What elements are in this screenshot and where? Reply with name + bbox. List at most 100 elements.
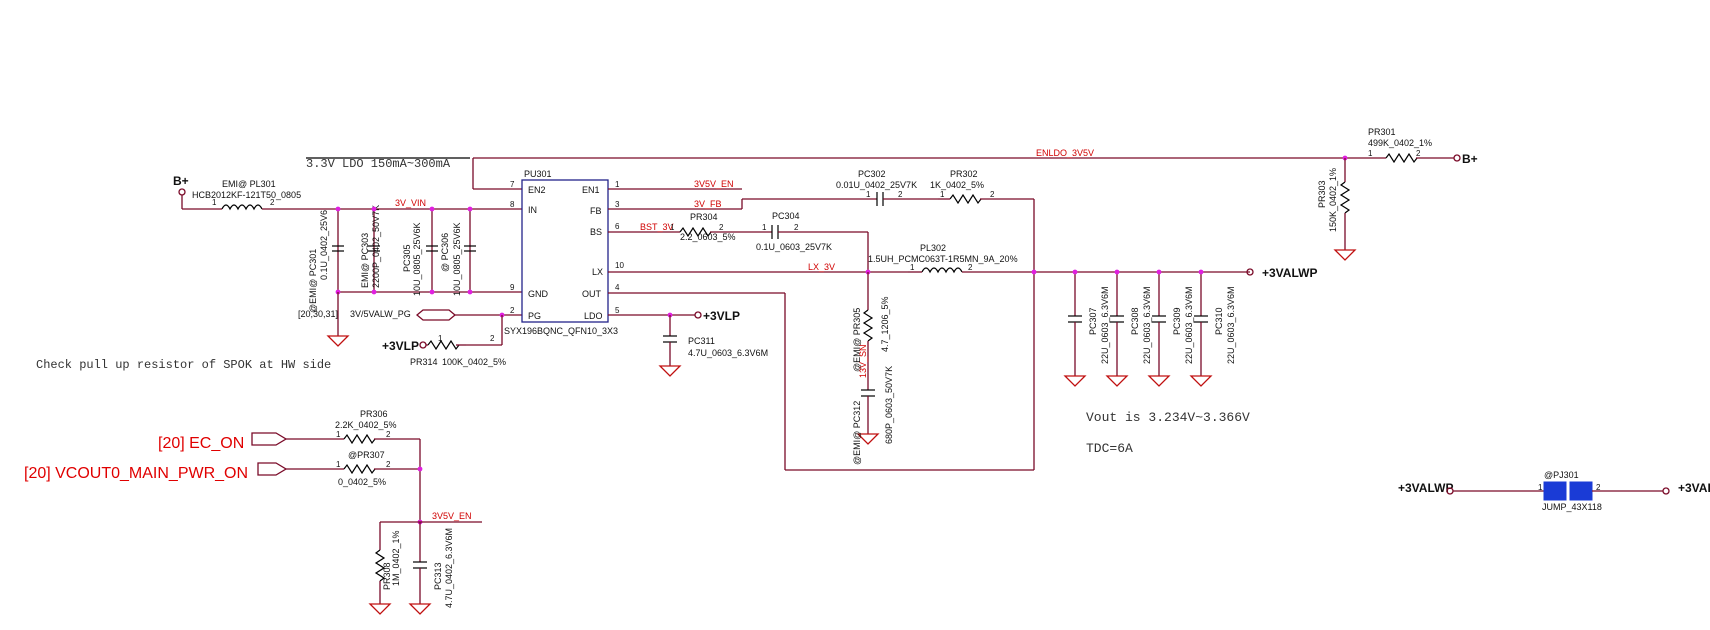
vlp-terminal[interactable] bbox=[694, 311, 702, 319]
pc309-value: 22U_0603_6.3V6M bbox=[1184, 286, 1194, 364]
pr308-resistor bbox=[374, 549, 386, 582]
pc309-ref: PC309 bbox=[1172, 307, 1182, 335]
pj301-value: JUMP_43X118 bbox=[1542, 502, 1602, 512]
pu301-ic bbox=[521, 179, 609, 323]
pu301-ref: PU301 bbox=[524, 169, 552, 179]
net-valwp: +3VALWP bbox=[1262, 266, 1317, 280]
pin-en2: EN2 bbox=[528, 185, 546, 195]
pr308-ref: PR308 bbox=[382, 562, 392, 590]
pin-num: 8 bbox=[510, 200, 515, 209]
pu301-part: SYX196BQNC_QFN10_3X3 bbox=[504, 326, 618, 336]
jumper-out-terminal[interactable] bbox=[1662, 487, 1670, 495]
pc311-ref: PC311 bbox=[688, 336, 715, 346]
bplus-terminal[interactable] bbox=[178, 188, 186, 196]
pc308-ref: PC308 bbox=[1130, 307, 1140, 335]
pin-bs: BS bbox=[590, 227, 602, 237]
svg-text:1: 1 bbox=[438, 334, 443, 343]
pl302-ref: PL302 bbox=[920, 243, 946, 253]
pc302-value: 0.01U_0402_25V7K bbox=[836, 180, 917, 190]
pc303-ref: EMI@ PC303 bbox=[360, 233, 370, 288]
port-ec-on: [20] EC_ON bbox=[158, 435, 244, 452]
bplus-terminal-right[interactable] bbox=[1453, 154, 1461, 162]
net-bst-3v: BST_3V bbox=[640, 222, 674, 232]
pl302-inductor bbox=[921, 267, 963, 274]
pin-num: 4 bbox=[615, 283, 620, 292]
pin-num: 6 bbox=[615, 222, 620, 231]
svg-text:1: 1 bbox=[670, 223, 675, 232]
pr305-value: 4.7_1206_5% bbox=[880, 296, 890, 352]
pr301-resistor bbox=[1385, 152, 1418, 164]
pin-num: 5 bbox=[615, 306, 620, 315]
pc307-value: 22U_0603_6.3V6M bbox=[1100, 286, 1110, 364]
pin-lx: LX bbox=[592, 267, 603, 277]
pc301-value: 0.1U_0402_25V6 bbox=[319, 210, 329, 280]
net-vlp-left: +3VLP bbox=[382, 339, 419, 353]
svg-text:1: 1 bbox=[762, 223, 767, 232]
net-13v-sn: 13V_SN bbox=[858, 344, 868, 378]
pc313-value: 4.7U_0402_6.3V6M bbox=[444, 528, 454, 608]
net-pg: 3V/5VALW_PG bbox=[350, 309, 411, 319]
pr304-value: 2.2_0603_5% bbox=[680, 232, 736, 242]
pin-num: 3 bbox=[615, 200, 620, 209]
svg-text:2: 2 bbox=[794, 223, 799, 232]
pr303-value: 150K_0402_1% bbox=[1328, 168, 1338, 232]
pj301-jumper-pad-left bbox=[1543, 481, 1567, 501]
pr314-resistor bbox=[427, 339, 460, 351]
pc306-ref: @ PC306 bbox=[440, 233, 450, 272]
svg-text:1: 1 bbox=[866, 190, 871, 199]
pin-out: OUT bbox=[582, 289, 602, 299]
svg-text:2: 2 bbox=[719, 223, 724, 232]
pr308-value: 1M_0402_1% bbox=[391, 530, 401, 586]
pj301-ref: @PJ301 bbox=[1544, 470, 1579, 480]
tdc-note: TDC=6A bbox=[1086, 441, 1133, 456]
pr305-ref: @EMI@ PR305 bbox=[852, 308, 862, 372]
output-cap-bank bbox=[1063, 272, 1213, 387]
vcout-port[interactable] bbox=[257, 462, 288, 476]
pc306-value: 10U_0805_25V6K bbox=[452, 222, 462, 296]
pin-num: 9 bbox=[510, 283, 515, 292]
pc311-value: 4.7U_0603_6.3V6M bbox=[688, 348, 768, 358]
pc304-value: 0.1U_0603_25V7K bbox=[756, 242, 832, 252]
pc312-ref: @EMI@ PC312 bbox=[852, 401, 862, 465]
svg-text:2: 2 bbox=[1416, 149, 1421, 158]
svg-text:2: 2 bbox=[270, 198, 275, 207]
pr305-resistor bbox=[862, 309, 874, 342]
pin-fb: FB bbox=[590, 206, 602, 216]
svg-text:1: 1 bbox=[1538, 483, 1543, 492]
svg-text:2: 2 bbox=[490, 334, 495, 343]
valwp-terminal[interactable] bbox=[1246, 268, 1254, 276]
pin-num: 2 bbox=[510, 306, 515, 315]
pin-num: 7 bbox=[510, 180, 515, 189]
pl301-ref: EMI@ PL301 bbox=[222, 179, 276, 189]
pl301-value: HCB2012KF-121T50_0805 bbox=[192, 190, 301, 200]
net-enldo: ENLDO_3V5V bbox=[1036, 148, 1094, 158]
pg-port[interactable] bbox=[415, 309, 457, 321]
pin-num: 10 bbox=[615, 261, 624, 270]
pj301-jumper-pad-right bbox=[1569, 481, 1593, 501]
pl301-inductor bbox=[221, 204, 263, 211]
pc307-ref: PC307 bbox=[1088, 307, 1098, 335]
pr307-value: 0_0402_5% bbox=[338, 477, 386, 487]
pc313-ref: PC313 bbox=[433, 562, 443, 590]
net-valw: +3VALW bbox=[1678, 481, 1710, 495]
net-3v-fb: 3V_FB bbox=[694, 199, 722, 209]
pc310-ref: PC310 bbox=[1214, 307, 1224, 335]
svg-text:1: 1 bbox=[940, 190, 945, 199]
pr303-ref: PR303 bbox=[1317, 180, 1327, 208]
pr302-ref: PR302 bbox=[950, 169, 978, 179]
bplus-label-left: B+ bbox=[173, 174, 189, 188]
pr303-resistor bbox=[1339, 181, 1351, 214]
pr301-ref: PR301 bbox=[1368, 127, 1396, 137]
pr302-value: 1K_0402_5% bbox=[930, 180, 984, 190]
pc312-value: 680P_0603_50V7K bbox=[884, 366, 894, 444]
bplus-label-right: B+ bbox=[1462, 152, 1478, 166]
pin-in: IN bbox=[528, 205, 537, 215]
pc305-value: 10U_0805_25V6K bbox=[412, 222, 422, 296]
pc310-value: 22U_0603_6.3V6M bbox=[1226, 286, 1236, 364]
pl302-value: 1.5UH_PCMC063T-1R5MN_9A_20% bbox=[868, 254, 1018, 264]
page-refs: [20,30,31] bbox=[298, 309, 338, 319]
pr314-value: 100K_0402_5% bbox=[442, 357, 506, 367]
svg-text:2: 2 bbox=[1596, 483, 1601, 492]
ec-on-port[interactable] bbox=[251, 432, 288, 446]
